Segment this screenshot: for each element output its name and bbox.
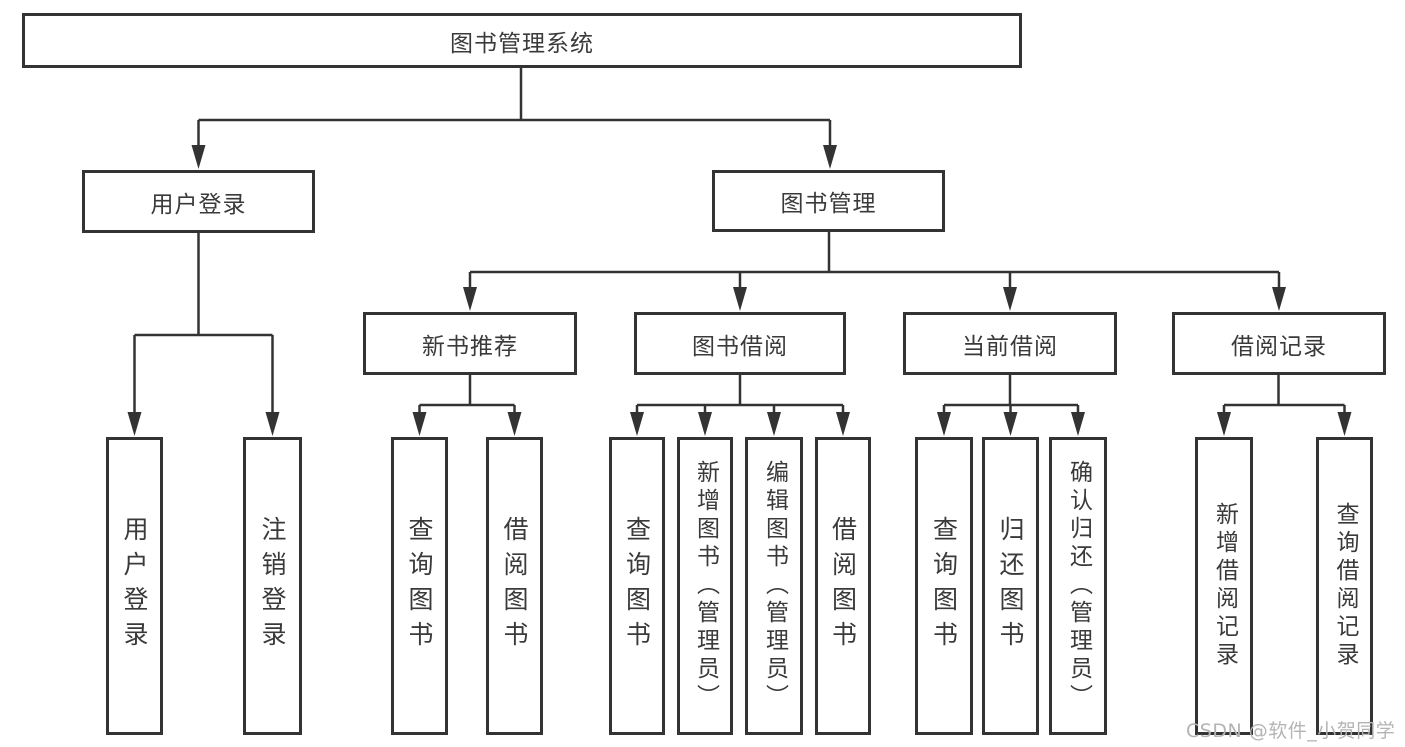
node-book-management: 图书管理 — [712, 170, 945, 232]
arrow-down-icon — [823, 145, 837, 169]
node-label: 图书管理系统 — [450, 30, 594, 57]
leaf-label: 查询图书 — [405, 516, 434, 656]
leaf-label: 查询图书 — [929, 516, 959, 656]
node-label: 当前借阅 — [962, 333, 1058, 360]
leaf-current-return-book: 归还图书 — [982, 437, 1039, 735]
arrow-down-icon — [1003, 412, 1018, 436]
leaf-current-confirm-return-admin: 确认归还（管理员） — [1049, 437, 1107, 735]
arrow-down-icon — [937, 412, 951, 436]
arrow-down-icon — [265, 412, 280, 436]
arrow-down-icon — [836, 412, 850, 436]
node-label: 图书借阅 — [692, 333, 788, 360]
leaf-label: 查询图书 — [622, 516, 652, 656]
leaf-borrow-edit-book-admin: 编辑图书（管理员） — [745, 437, 803, 735]
node-label: 借阅记录 — [1231, 333, 1327, 360]
arrow-down-icon — [733, 287, 747, 311]
leaf-borrow-add-book-admin: 新增图书（管理员） — [677, 437, 733, 735]
csdn-watermark: CSDN @软件_小贺同学 — [1186, 720, 1396, 742]
leaf-label: 确认归还（管理员） — [1065, 460, 1092, 712]
leaf-newrec-borrow-book: 借阅图书 — [486, 437, 543, 735]
leaf-borrow-borrow-book: 借阅图书 — [815, 437, 871, 735]
node-user-login: 用户登录 — [82, 170, 315, 233]
leaf-label: 新增图书（管理员） — [692, 460, 719, 712]
leaf-logout-login: 注销登录 — [243, 437, 302, 735]
node-book-borrow: 图书借阅 — [634, 312, 846, 375]
leaf-label: 借阅图书 — [500, 516, 529, 656]
leaf-records-query-borrow-record: 查询借阅记录 — [1316, 437, 1373, 735]
arrow-down-icon — [1071, 412, 1085, 436]
leaf-label: 借阅图书 — [828, 516, 858, 656]
arrow-down-icon — [463, 287, 477, 311]
node-library-management-system: 图书管理系统 — [22, 13, 1022, 68]
tree-edges — [133, 68, 1346, 418]
leaf-label: 归还图书 — [996, 516, 1025, 656]
leaf-label: 用户登录 — [120, 516, 149, 656]
arrow-down-icon — [698, 412, 712, 436]
leaf-label: 注销登录 — [258, 516, 287, 656]
node-current-borrow: 当前借阅 — [903, 312, 1117, 375]
node-label: 图书管理 — [780, 191, 877, 217]
arrow-down-icon — [630, 412, 644, 436]
arrow-down-icon — [1272, 287, 1286, 311]
leaf-current-query-book: 查询图书 — [915, 437, 973, 735]
leaf-newrec-query-book: 查询图书 — [391, 437, 448, 735]
arrowhead-icons — [127, 145, 1352, 436]
node-borrow-records: 借阅记录 — [1172, 312, 1386, 375]
leaf-label: 新增借阅记录 — [1211, 502, 1238, 670]
leaf-borrow-query-book: 查询图书 — [609, 437, 665, 735]
arrow-down-icon — [1217, 412, 1231, 436]
arrow-down-icon — [767, 412, 781, 436]
leaf-label: 编辑图书（管理员） — [761, 460, 788, 712]
arrow-down-icon — [127, 412, 142, 436]
node-new-book-recommend: 新书推荐 — [363, 312, 577, 375]
node-label: 新书推荐 — [422, 333, 518, 360]
leaf-label: 查询借阅记录 — [1332, 502, 1358, 670]
arrow-down-icon — [412, 412, 427, 436]
leaf-records-add-borrow-record: 新增借阅记录 — [1195, 437, 1253, 735]
arrow-down-icon — [507, 412, 522, 436]
arrow-down-icon — [191, 145, 206, 169]
arrow-down-icon — [1003, 287, 1017, 311]
arrow-down-icon — [1337, 412, 1352, 436]
node-label: 用户登录 — [150, 191, 247, 218]
leaf-user-login: 用户登录 — [106, 437, 163, 735]
